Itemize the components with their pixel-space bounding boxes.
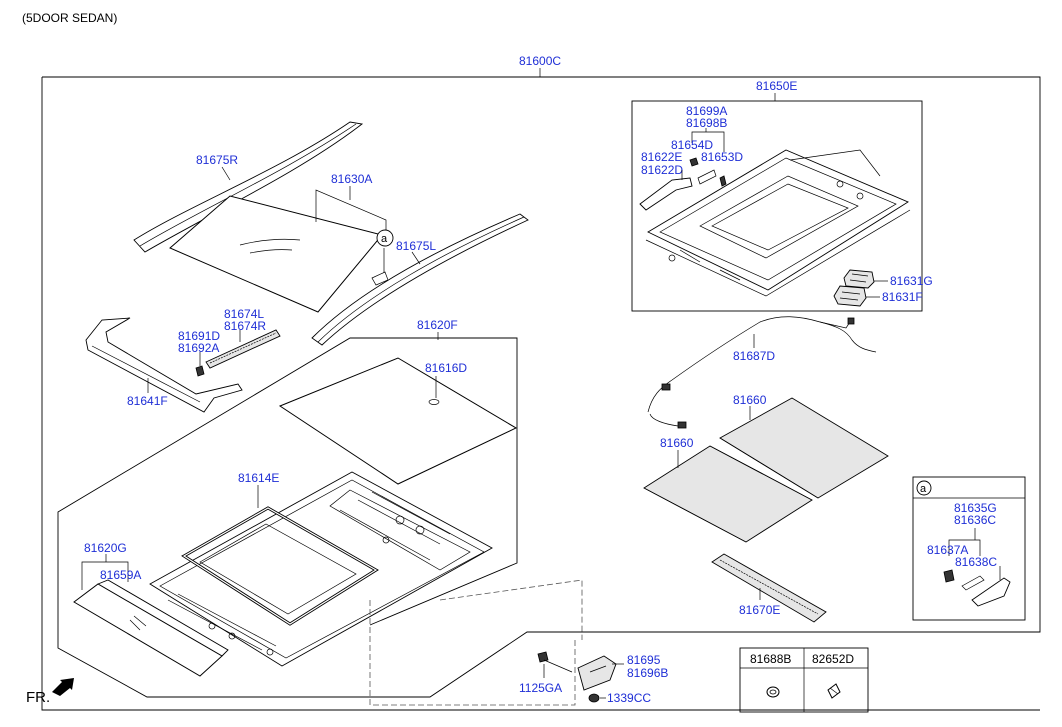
- label-1339CC: 1339CC: [607, 691, 651, 705]
- part-81630A-roof-panel: [169, 186, 389, 313]
- part-81660-blind-front: [643, 445, 813, 543]
- label-81622E: 81622E: [641, 150, 682, 164]
- part-81650E-frame-box: [631, 93, 923, 312]
- label-81614E: 81614E: [238, 471, 279, 485]
- part-81660-blind-rear: [719, 397, 889, 499]
- label-81638C: 81638C: [955, 555, 997, 569]
- label-81660-lower: 81660: [660, 436, 694, 450]
- label-81660-upper: 81660: [733, 393, 767, 407]
- label-81631F: 81631F: [882, 290, 923, 304]
- detail-a-letter: a: [920, 483, 927, 495]
- part-81695-bracket: [577, 655, 624, 691]
- label-81654D: 81654D: [671, 138, 713, 152]
- label-81630A: 81630A: [331, 172, 372, 186]
- clip-icon: [827, 683, 841, 699]
- callout-a-circle: a: [376, 229, 394, 247]
- label-81675R: 81675R: [196, 153, 238, 167]
- label-1125GA: 1125GA: [519, 681, 562, 695]
- part-roof-frame-panel: [149, 471, 493, 667]
- part-81687D-harness: [647, 316, 877, 429]
- label-81687D: 81687D: [733, 349, 775, 363]
- label-81635G: 81635G: [954, 501, 997, 515]
- label-81670E: 81670E: [739, 603, 780, 617]
- part-81641F-trim: [85, 317, 243, 413]
- label-81653D: 81653D: [701, 150, 743, 164]
- label-81659A: 81659A: [100, 568, 141, 582]
- part-81631F-motor: [833, 285, 880, 307]
- part-81614E-seal: [181, 485, 379, 626]
- label-81650E: 81650E: [756, 79, 797, 93]
- table-col-82652D: 82652D: [812, 652, 854, 666]
- label-81641F: 81641F: [127, 394, 168, 408]
- label-81616D: 81616D: [425, 361, 467, 375]
- callout-a-letter: a: [381, 233, 388, 245]
- part-81674-strip: [205, 329, 281, 369]
- dashed-pointer: [369, 579, 583, 706]
- part-1339CC-nut: [588, 693, 606, 703]
- label-81695: 81695: [627, 653, 661, 667]
- part-81691D-clip: [195, 352, 205, 377]
- part-81620G-rear-glass: [73, 554, 229, 677]
- part-81622-bracket: [639, 157, 727, 211]
- label-81699A: 81699A: [686, 104, 727, 118]
- part-sunroof-frame: [645, 149, 911, 297]
- label-81620G: 81620G: [84, 541, 127, 555]
- label-81692A: 81692A: [178, 341, 219, 355]
- label-81674L: 81674L: [224, 307, 264, 321]
- label-81600C: 81600C: [519, 54, 561, 68]
- label-81675L: 81675L: [396, 239, 436, 253]
- part-81637A-clip: [943, 566, 1011, 607]
- label-81636C: 81636C: [954, 513, 996, 527]
- front-arrow-icon: [52, 678, 74, 696]
- label-81620F: 81620F: [417, 318, 458, 332]
- label-81696B: 81696B: [627, 666, 668, 680]
- label-81691D: 81691D: [178, 329, 220, 343]
- label-81631G: 81631G: [890, 274, 933, 288]
- variant-header: (5DOOR SEDAN): [22, 11, 117, 25]
- front-direction-label: FR.: [26, 689, 50, 706]
- fastener-table: [739, 647, 869, 713]
- part-1125GA-bolt: [537, 651, 573, 678]
- part-81670E-deflector: [711, 553, 827, 623]
- part-81616D-glass: [278, 357, 518, 485]
- part-81675L-molding: [311, 213, 529, 346]
- main-assembly-outline: [41, 68, 1041, 711]
- detail-box-a: a: [912, 476, 1026, 621]
- label-81698B: 81698B: [686, 116, 727, 130]
- table-col-81688B: 81688B: [750, 652, 791, 666]
- label-81622D: 81622D: [641, 163, 683, 177]
- label-81637A: 81637A: [927, 543, 968, 557]
- label-81674R: 81674R: [224, 319, 266, 333]
- part-81631G-motor: [843, 269, 888, 289]
